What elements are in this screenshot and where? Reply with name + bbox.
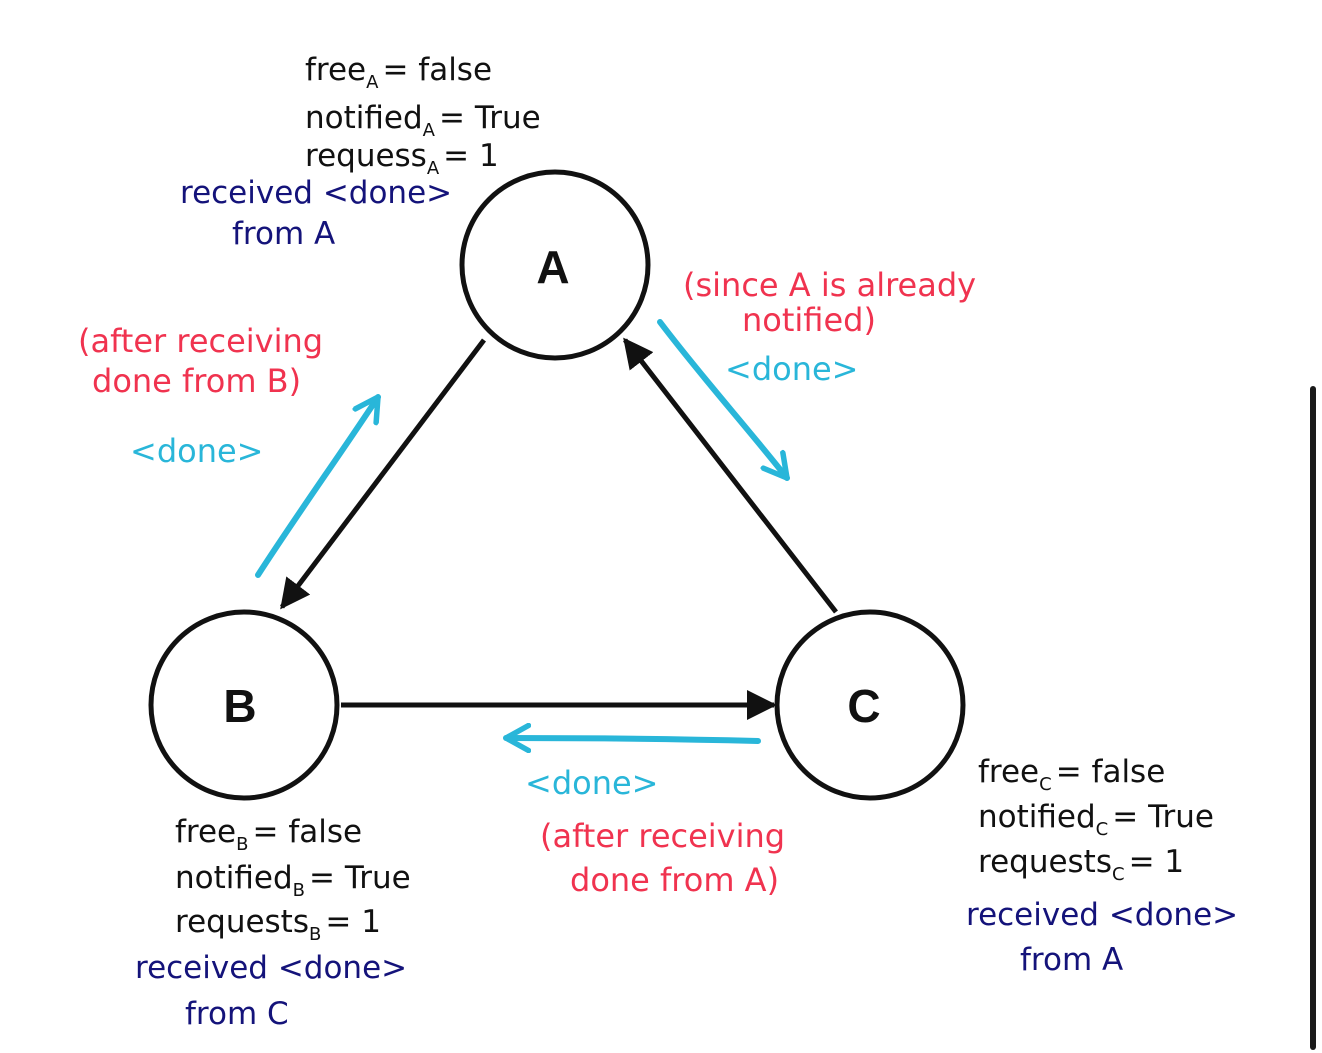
node-b-label: B [223, 680, 256, 732]
node-a-free: freeA= false [305, 52, 492, 93]
node-b-free: freeB= false [175, 814, 362, 855]
node-a-received-line1: received <done> [180, 175, 452, 211]
vertical-scrollbar[interactable] [1310, 386, 1316, 1050]
node-c-received-line1: received <done> [966, 897, 1238, 933]
note-c-to-b-line1: (after receiving [540, 817, 785, 855]
note-a-to-c-line1: (since A is already [683, 266, 976, 304]
node-c-requests: requestsC= 1 [978, 844, 1184, 885]
node-a-state: freeA= false notifiedA= True requessA= 1… [180, 52, 541, 252]
node-c-state: freeC= false notifiedC= True requestsC= … [966, 754, 1238, 978]
node-c: C [774, 609, 966, 801]
node-c-free: freeC= false [978, 754, 1165, 795]
node-a: A [459, 169, 651, 361]
message-label-a-to-c: <done> [725, 350, 858, 388]
edge-a-to-b [280, 338, 486, 610]
node-b-received-line2: from C [185, 996, 289, 1032]
message-arrow-b-to-a [255, 394, 381, 578]
edge-c-to-a [623, 337, 838, 614]
node-a-notified: notifiedA= True [305, 100, 541, 141]
note-b-to-a-line2: done from B) [92, 362, 301, 400]
node-a-label: A [536, 241, 569, 293]
note-c-to-b-line2: done from A) [570, 861, 779, 899]
node-a-received-line2: from A [232, 216, 335, 252]
node-c-label: C [847, 680, 880, 732]
node-c-notified: notifiedC= True [978, 799, 1214, 840]
node-b-received-line1: received <done> [135, 950, 407, 986]
node-a-requests: requessA= 1 [305, 138, 499, 179]
node-b-requests: requestsB= 1 [175, 904, 381, 945]
node-b-state: freeB= false notifiedB= True requestsB= … [135, 814, 411, 1032]
message-label-b-to-a: <done> [130, 432, 263, 470]
node-b: B [148, 609, 340, 801]
message-arrow-a-to-c [657, 319, 790, 481]
node-c-received-line2: from A [1020, 942, 1123, 978]
message-arrow-c-to-b [503, 738, 761, 741]
node-b-notified: notifiedB= True [175, 860, 411, 901]
note-a-to-c-line2: notified) [742, 301, 876, 339]
message-label-c-to-b: <done> [525, 764, 658, 802]
note-b-to-a-line1: (after receiving [78, 322, 323, 360]
